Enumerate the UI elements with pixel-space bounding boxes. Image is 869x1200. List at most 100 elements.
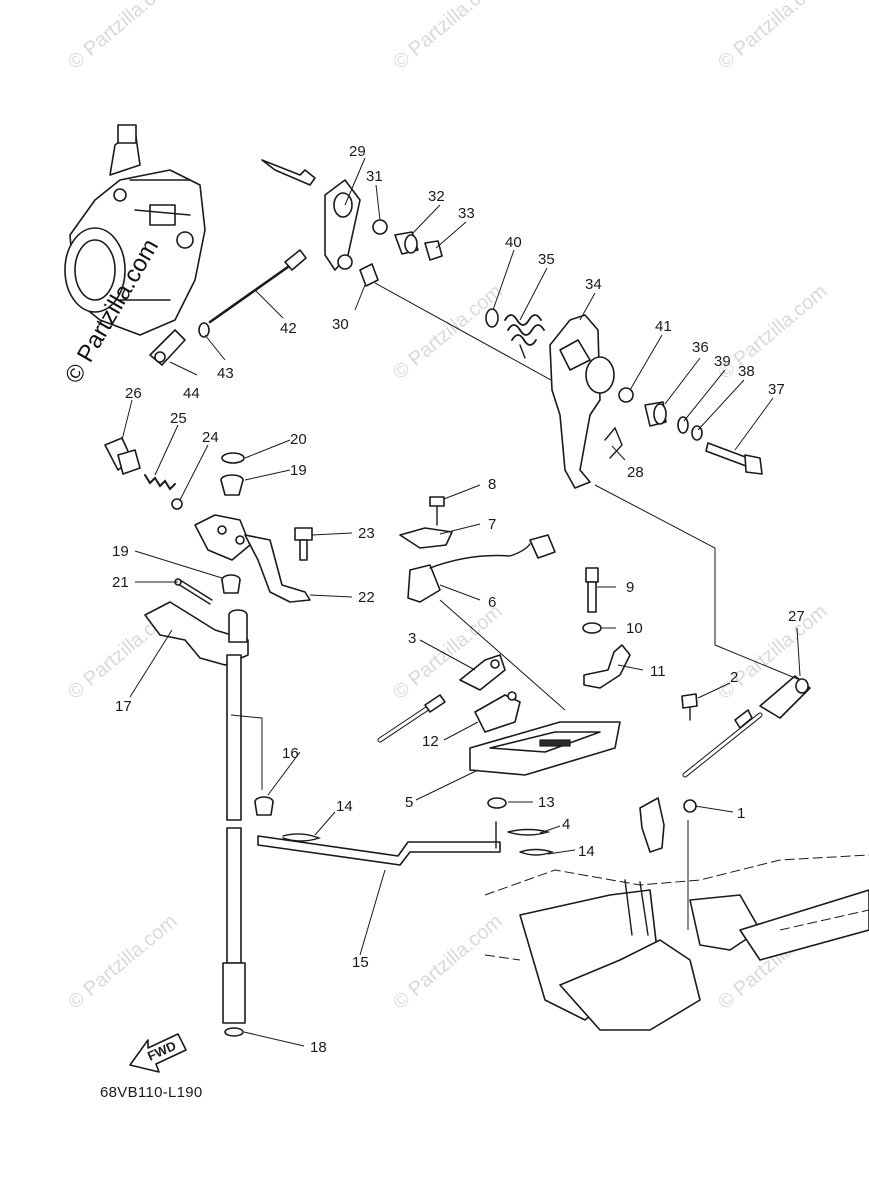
part-9-bolt [585,567,599,613]
callout-1: 1 [737,805,745,822]
callout-2: 2 [730,669,738,686]
callout-36: 36 [692,339,709,356]
callout-44: 44 [183,385,200,402]
part-31-washer [372,219,388,235]
callout-35: 35 [538,251,555,268]
part-13-washer [487,797,507,809]
part-28-clip [604,426,623,459]
callout-19-lower: 19 [112,543,129,560]
callout-41: 41 [655,318,672,335]
callout-17: 17 [115,698,132,715]
throttle-cable [682,709,763,778]
part-25-spring [144,474,176,491]
part-14-clip-right [519,848,555,856]
part-12-block [474,691,521,733]
diagram-code: 68VB110-L190 [100,1084,203,1101]
part-18-shift-shaft [222,654,246,1037]
callout-38: 38 [738,363,755,380]
callout-19: 19 [290,462,307,479]
watermark-text: © Partzilla.com [389,280,506,383]
part-16-bushing [254,796,274,816]
part-23-bolt [294,527,313,561]
part-38-washer [691,425,703,441]
callout-16: 16 [282,745,299,762]
callout-20: 20 [290,431,307,448]
callout-21: 21 [112,574,129,591]
part-3-cable-joint [459,654,506,691]
part-34-control-arm [549,314,615,489]
part-19-bushing-upper [220,474,244,496]
part-21-pin [174,578,213,605]
callout-6: 6 [488,594,496,611]
watermark-text: © Partzilla.com [64,910,181,1013]
callout-18: 18 [310,1039,327,1056]
callout-33: 33 [458,205,475,222]
assembly-line [374,282,561,386]
part-10-washer [582,622,602,634]
part-6-neutral-switch [407,534,556,603]
throttle-body [64,124,206,336]
assembly-line [594,484,801,681]
part-44-rod-end [149,329,186,366]
part-30-collar [359,263,379,287]
callout-4: 4 [562,816,570,833]
part-4-pin [507,828,551,836]
callout-9: 9 [626,579,634,596]
shift-cable [377,694,446,743]
part-37-bolt [705,442,763,475]
part-42-throttle-rod [208,249,307,324]
part-2-bolt [681,693,698,721]
part-26-fitting [104,437,141,475]
part-29-throttle-lever [261,159,361,271]
callout-39: 39 [714,353,731,370]
callout-27: 27 [788,608,805,625]
callout-42: 42 [280,320,297,337]
watermark-text: © Partzilla.com [714,0,831,74]
callout-43: 43 [217,365,234,382]
callout-23: 23 [358,525,375,542]
callout-14: 14 [336,798,353,815]
part-11-bracket [583,644,631,689]
callout-32: 32 [428,188,445,205]
leader-lines [121,157,801,1047]
callout-30: 30 [332,316,349,333]
part-32-collar [394,231,419,255]
callout-3: 3 [408,630,416,647]
part-5-slide-plate [469,721,621,776]
part-35-spring [504,314,545,359]
part-19-bushing-lower [221,574,241,594]
part-41-washer [618,387,634,403]
callout-34: 34 [585,276,602,293]
part-20-washer [221,452,245,464]
callout-13: 13 [538,794,555,811]
part-22-bracket [194,514,311,603]
callout-11: 11 [650,663,666,680]
callout-26: 26 [125,385,142,402]
callout-22: 22 [358,589,375,606]
part-15-shift-rod [257,821,501,866]
callout-7: 7 [488,516,496,533]
part-39-washer [677,416,689,434]
lower-case-housing [484,854,869,1031]
part-24-ball [171,498,183,510]
callout-10: 10 [626,620,643,637]
assembly-line [230,714,263,790]
part-33-nut [424,240,443,261]
part-8-screw [429,496,445,526]
watermark-text: © Partzilla.com [64,0,181,74]
watermark-text: © Partzilla.com [389,600,506,703]
callout-24: 24 [202,429,219,446]
part-40-washer [485,308,499,328]
assembly-line [439,599,566,711]
callout-5: 5 [405,794,413,811]
part-14-clip-left [282,833,322,842]
callout-15: 15 [352,954,369,971]
watermark-text: © Partzilla.com [389,0,506,74]
part-43-nut [198,322,210,338]
part-27-cable-joint [759,675,811,719]
callout-8: 8 [488,476,496,493]
callout-labels: 1 2 3 4 5 6 7 8 9 10 11 12 13 14 14 15 1… [112,143,805,1056]
fwd-arrow-icon: FWD [129,1033,187,1073]
callout-29: 29 [349,143,366,160]
